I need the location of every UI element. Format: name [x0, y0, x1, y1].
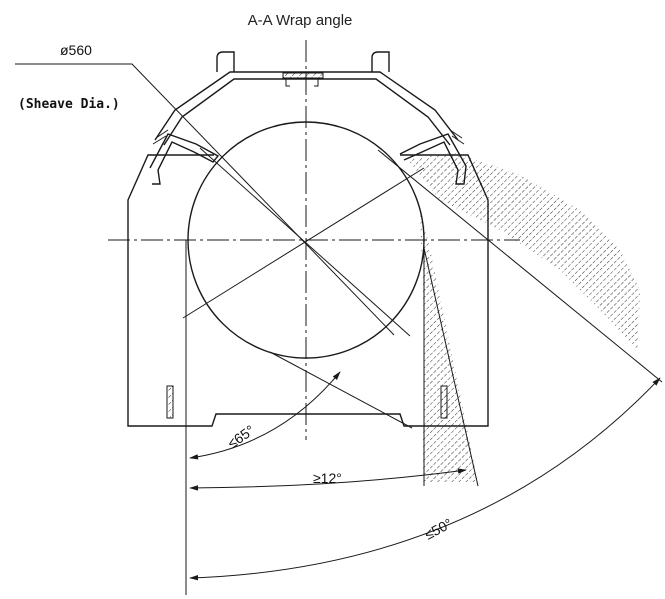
- rope-lower-tangent: [269, 351, 413, 429]
- cover-plate-outline: [282, 72, 324, 79]
- right-rope-guide: [399, 133, 467, 185]
- left-anchor: [167, 386, 173, 418]
- cover-plate-clips: [285, 78, 290, 87]
- diameter-leader: [15, 63, 395, 336]
- angle-arc-65: [189, 371, 341, 460]
- left-anchor-outline: [166, 385, 174, 419]
- guard-cover-outer: [154, 71, 459, 141]
- right-rope-guide-bolt: [449, 129, 465, 145]
- guard-cover-bracket-left: [216, 51, 235, 72]
- guard-cover-bracket-right: [371, 51, 390, 72]
- angle-label-50: ≤50°: [422, 515, 455, 543]
- right-anchor: [441, 386, 447, 418]
- cover-plate-clip-right: [314, 78, 319, 87]
- diameter-label: ø560: [60, 42, 92, 58]
- left-rope-guide-bolt: [152, 129, 169, 145]
- radial-line-2: [199, 147, 411, 337]
- right-hatch-zone: [408, 152, 640, 350]
- sheave-note: (Sheave Dia.): [18, 97, 120, 112]
- angle-arc-50: [189, 377, 661, 581]
- guard-cover-inner: [163, 78, 451, 146]
- angle-label-12: ≥12°: [313, 470, 342, 486]
- lower-hatch-zone: [420, 210, 478, 482]
- angle-label-65: ≤65°: [225, 422, 258, 452]
- left-rope-guide: [149, 133, 220, 185]
- rope-diagonal: [377, 149, 663, 383]
- diagram-title: A-A Wrap angle: [248, 12, 353, 29]
- cover-plate: [283, 73, 323, 78]
- radial-line-1: [182, 167, 425, 319]
